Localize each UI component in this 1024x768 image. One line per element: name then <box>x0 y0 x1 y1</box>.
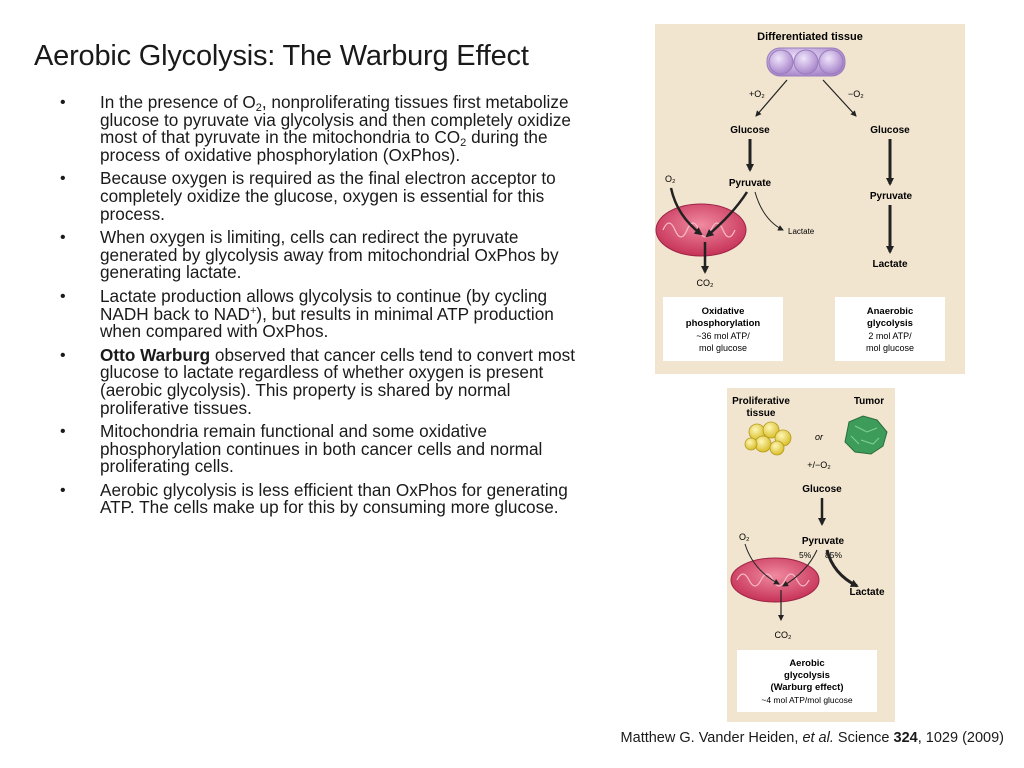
differentiated-tissue-diagram: Differentiated tissue +O₂ −O₂ Glucose Gl… <box>655 24 965 374</box>
header-label: Differentiated tissue <box>757 31 863 43</box>
lactate-label: Lactate <box>849 587 884 598</box>
anaerobic-box-line3: 2 mol ATP/ <box>868 331 912 341</box>
warburg-box <box>737 650 877 712</box>
anaerobic-box-line2: glycolysis <box>867 318 913 329</box>
plus-minus-o2-label: +/−O₂ <box>807 460 831 470</box>
proliferative-cells-icon <box>744 421 792 456</box>
glucose-label: Glucose <box>802 484 842 495</box>
arrow-pyruvate-lactate <box>825 549 859 588</box>
arrow-minus-o2 <box>822 79 857 117</box>
warburg-box-line2: glycolysis <box>784 670 830 681</box>
warburg-box-line1: Aerobic <box>789 658 824 669</box>
oxphos-box-line2: phosphorylation <box>686 318 761 329</box>
warburg-box-line4: ~4 mol ATP/mol glucose <box>761 695 853 705</box>
proliferative-tissue-diagram: Proliferative tissue Tumor or +/−O₂ Gluc… <box>727 388 895 722</box>
bullet-item: Aerobic glycolysis is less efficient tha… <box>60 481 580 517</box>
oxphos-box-line3: ~36 mol ATP/ <box>696 331 750 341</box>
bullet-item: When oxygen is limiting, cells can redir… <box>60 228 580 282</box>
tumor-cells-icon <box>844 415 888 455</box>
lactate-small-label: Lactate <box>788 227 815 236</box>
o2-label: O₂ <box>739 532 750 542</box>
differentiated-tissue-svg: Differentiated tissue +O₂ −O₂ Glucose Gl… <box>655 31 945 361</box>
pyruvate-right-label: Pyruvate <box>870 191 913 202</box>
anaerobic-box <box>835 297 945 361</box>
bullet-list: In the presence of O2, nonproliferating … <box>60 93 580 523</box>
oxphos-box-line1: Oxidative <box>702 306 745 317</box>
glucose-right-label: Glucose <box>870 125 910 136</box>
oxphos-box-line4: mol glucose <box>699 343 747 353</box>
slide-title: Aerobic Glycolysis: The Warburg Effect <box>34 40 529 72</box>
pct-right-label: 85% <box>825 550 842 560</box>
pyruvate-left-label: Pyruvate <box>729 178 772 189</box>
minus-o2-label: −O₂ <box>848 89 864 99</box>
mitochondrion-icon <box>730 557 820 603</box>
arrow-plus-o2 <box>755 79 788 117</box>
pct-left-label: 5% <box>799 550 812 560</box>
proliferative-tissue-svg: Proliferative tissue Tumor or +/−O₂ Gluc… <box>730 396 888 712</box>
proliferative-header-line1: Proliferative <box>732 396 790 407</box>
bullet-item: Because oxygen is required as the final … <box>60 170 580 223</box>
co2-label: CO₂ <box>697 278 715 288</box>
warburg-box-line3: (Warburg effect) <box>770 682 843 693</box>
arrow-pyruvate-mito <box>782 549 818 587</box>
glucose-left-label: Glucose <box>730 125 770 136</box>
arrow-o2-mito <box>744 543 780 585</box>
bullet-item: Otto Warburg observed that cancer cells … <box>60 346 580 417</box>
co2-label: CO₂ <box>775 630 793 640</box>
arrow-pyruvate-mito <box>705 191 749 238</box>
plus-o2-label: +O₂ <box>749 89 765 99</box>
anaerobic-box-line4: mol glucose <box>866 343 914 353</box>
lactate-right-label: Lactate <box>872 259 907 270</box>
arrow-o2-mito <box>669 187 703 236</box>
anaerobic-box-line1: Anaerobic <box>867 306 913 317</box>
differentiated-cells-icon <box>766 47 846 77</box>
oxphos-box <box>663 297 783 361</box>
arrow-pyruvate-lactate-thin <box>754 191 784 231</box>
o2-label: O₂ <box>665 174 676 184</box>
proliferative-header-line2: tissue <box>747 408 776 419</box>
bullet-item: Lactate production allows glycolysis to … <box>60 287 580 341</box>
pyruvate-label: Pyruvate <box>802 536 845 547</box>
tumor-header: Tumor <box>854 396 884 407</box>
bullet-item: Mitochondria remain functional and some … <box>60 422 580 476</box>
citation: Matthew G. Vander Heiden, et al. Science… <box>620 730 1004 746</box>
bullet-item: In the presence of O2, nonproliferating … <box>60 93 580 164</box>
or-label: or <box>815 432 824 442</box>
